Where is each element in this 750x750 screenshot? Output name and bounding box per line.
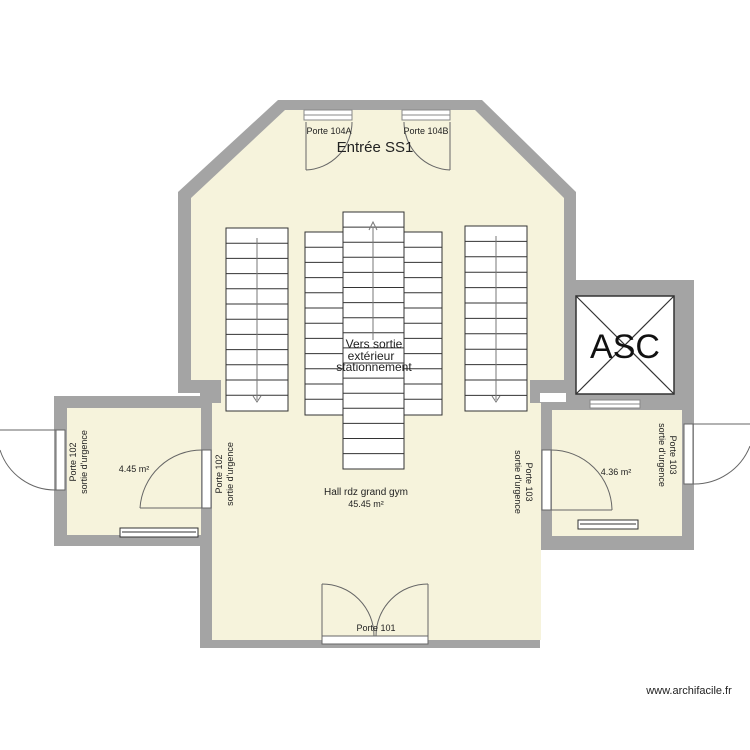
door-104a[interactable]: [305, 121, 353, 171]
svg-text:Porte 102: Porte 102: [214, 454, 224, 493]
svg-text:sortie d'urgence: sortie d'urgence: [225, 442, 235, 506]
svg-text:sortie d'urgence: sortie d'urgence: [513, 450, 523, 514]
door-102-exterior[interactable]: [0, 429, 66, 491]
radiators: [119, 519, 639, 538]
right-room-area: 4.36 m²: [601, 467, 632, 477]
door-101-label: Porte 101: [356, 623, 395, 633]
door-104b[interactable]: [403, 121, 451, 171]
door-104a-label: Porte 104A: [306, 126, 351, 136]
door-103-exterior-label: Porte 103 sortie d'urgence: [657, 423, 678, 487]
door-103-interior-label: Porte 103 sortie d'urgence: [513, 450, 534, 514]
right-room-floor: [552, 410, 682, 536]
entrance-title: Entrée SS1: [337, 139, 414, 156]
left-room-area: 4.45 m²: [119, 464, 150, 474]
elevator: ASC: [575, 295, 675, 395]
exit-label-line-3: stationnement: [336, 360, 412, 374]
watermark: www.archifacile.fr: [645, 685, 732, 697]
exit-label-line-2: extérieur: [348, 349, 395, 363]
door-102-interior[interactable]: [139, 449, 212, 509]
door-104b-label: Porte 104B: [403, 126, 448, 136]
door-103-exterior[interactable]: [683, 423, 750, 485]
door-101[interactable]: [321, 583, 429, 645]
hall-name: Hall rdz grand gym: [324, 487, 408, 498]
elevator-label: ASC: [590, 328, 660, 366]
door-102-exterior-label: Porte 102 sortie d'urgence: [68, 430, 89, 494]
stair-direction-arrows: [252, 220, 501, 403]
svg-text:sortie d'urgence: sortie d'urgence: [79, 430, 89, 494]
hall-area: 45.45 m²: [348, 499, 384, 509]
svg-text:sortie d'urgence: sortie d'urgence: [657, 423, 667, 487]
left-room-floor: [67, 408, 201, 535]
stair-treads: [226, 226, 527, 455]
door-102-interior-label: Porte 102 sortie d'urgence: [214, 442, 235, 506]
svg-text:Porte 102: Porte 102: [68, 442, 78, 481]
windows: [303, 109, 641, 409]
exit-label-line-1: Vers sortie: [346, 337, 403, 351]
door-103-interior[interactable]: [541, 449, 613, 511]
svg-text:Porte 103: Porte 103: [524, 462, 534, 501]
svg-text:Porte 103: Porte 103: [668, 435, 678, 474]
